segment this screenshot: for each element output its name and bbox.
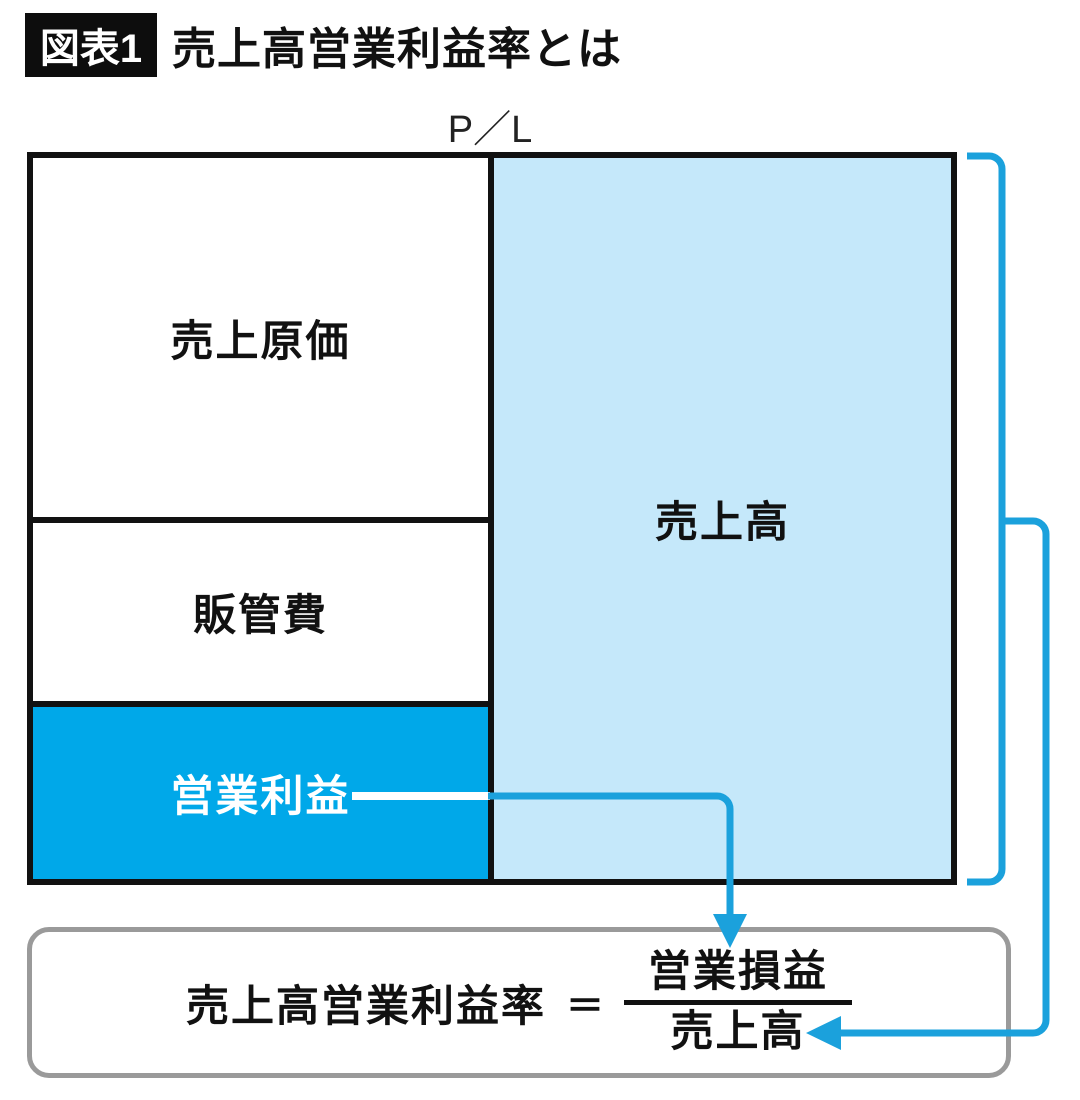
sales-bracket-line bbox=[967, 152, 1006, 886]
cell-sales: 売上高 bbox=[494, 158, 951, 879]
cell-cost-of-sales: 売上原価 bbox=[33, 158, 488, 517]
formula: 売上高営業利益率 ＝ 営業損益 売上高 bbox=[185, 947, 852, 1057]
figure-badge: 図表1 bbox=[25, 13, 157, 77]
operating-profit-label: 営業利益 bbox=[170, 773, 351, 821]
pl-label: P／L bbox=[447, 109, 533, 151]
fraction-bar bbox=[624, 1000, 852, 1005]
cost-of-sales-label: 売上原価 bbox=[170, 317, 351, 366]
formula-lhs: 売上高営業利益率 bbox=[185, 982, 546, 1031]
pl-left-column: 売上原価 販管費 営業利益 bbox=[33, 158, 488, 879]
header: 図表1 売上高営業利益率とは bbox=[0, 0, 1080, 90]
formula-fraction: 営業損益 売上高 bbox=[624, 947, 852, 1057]
column-divider bbox=[488, 158, 494, 879]
cell-sgna: 販管費 bbox=[33, 523, 488, 701]
sales-label: 売上高 bbox=[655, 498, 790, 547]
formula-numerator: 営業損益 bbox=[648, 947, 828, 996]
sgna-label: 販管費 bbox=[193, 592, 328, 640]
row-divider bbox=[33, 517, 488, 523]
figure-badge-label: 図表1 bbox=[39, 27, 143, 71]
pl-diagram: 売上原価 販管費 営業利益 売上高 bbox=[27, 152, 957, 885]
formula-denominator: 売上高 bbox=[670, 1008, 806, 1056]
equals-sign: ＝ bbox=[565, 986, 604, 1028]
formula-box: 売上高営業利益率 ＝ 営業損益 売上高 bbox=[27, 927, 1011, 1078]
row-divider bbox=[33, 701, 488, 707]
cell-operating-profit: 営業利益 bbox=[33, 707, 488, 879]
page-title: 売上高営業利益率とは bbox=[172, 25, 622, 74]
